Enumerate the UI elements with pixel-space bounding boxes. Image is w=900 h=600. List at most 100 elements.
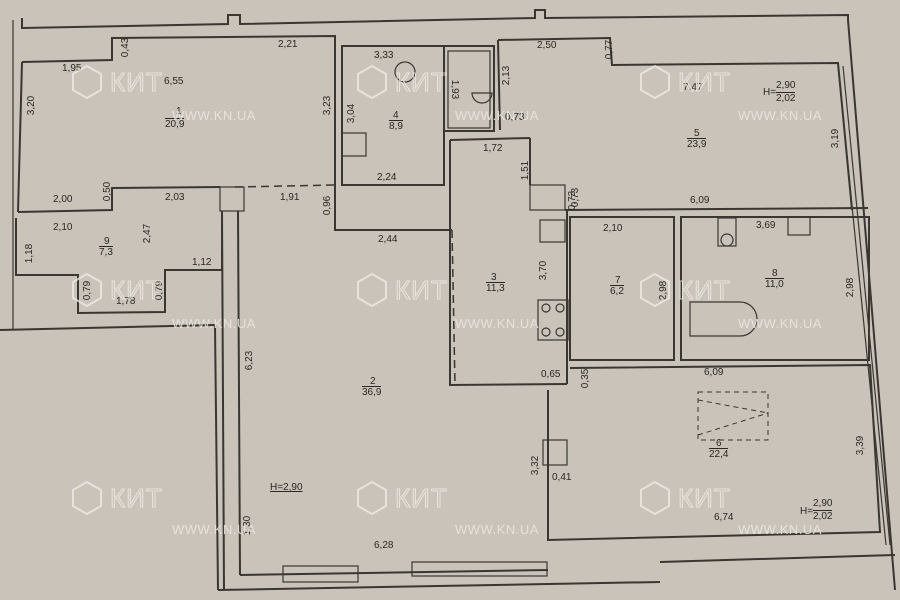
- room-1-dim-bottom-left: 2,00: [53, 194, 73, 205]
- room-9-number: 9: [104, 236, 110, 247]
- room-2-area: 36,9: [362, 386, 382, 398]
- room-5-height-label: H=: [763, 87, 777, 98]
- room-6-walls: [542, 363, 882, 542]
- room-1-area: 20,9: [165, 118, 185, 130]
- room-3-dim-bottom: 0,65: [541, 369, 561, 380]
- room-4-dim-bottom: 2,24: [377, 172, 397, 183]
- room-3-number: 3: [491, 272, 497, 283]
- watermark-url: WWW.KN.UA: [738, 522, 822, 537]
- room-6-dim-step: 0,35: [580, 368, 592, 389]
- room-6-dim-bottom: 6,74: [714, 512, 734, 523]
- room-2-dim-notch: 0,96: [322, 195, 334, 216]
- room-1-dim-right: 3,23: [322, 95, 334, 116]
- room-7-area: 6,2: [610, 285, 624, 297]
- hexagon-k-logo-icon: [72, 272, 102, 308]
- room-5-dim-notch: 0,77: [604, 39, 616, 60]
- room-6-height-bottom: 2,02: [813, 510, 833, 522]
- watermark-url: WWW.KN.UA: [172, 522, 256, 537]
- room-1-dim-left: 3,20: [26, 95, 38, 116]
- room-1-dim-notch: 0,43: [120, 37, 132, 58]
- room-7-number: 7: [615, 275, 621, 286]
- hexagon-k-logo-icon: [357, 480, 387, 516]
- room-2-dim-bottom: 6,28: [374, 540, 394, 551]
- room-9-area: 7,3: [99, 246, 113, 258]
- room-4-dim-top: 3,33: [374, 50, 394, 61]
- room-7-dim-top: 2,10: [603, 223, 623, 234]
- room-4-number: 4: [393, 110, 399, 121]
- watermark-url: WWW.KN.UA: [455, 108, 539, 123]
- room-4-dim-left: 3,04: [346, 103, 358, 124]
- watermark-url: WWW.KN.UA: [172, 316, 256, 331]
- watermark-logo: КИТ: [638, 480, 731, 516]
- room-1-walls: [17, 34, 336, 213]
- watermark-logo: КИТ: [70, 272, 163, 308]
- watermark-logo: КИТ: [355, 480, 448, 516]
- room-8-walls: [680, 216, 870, 361]
- room-5-dim-width: 7,47: [683, 82, 703, 93]
- watermark-url: WWW.KN.UA: [738, 316, 822, 331]
- room-6-height-label: H=: [800, 506, 814, 517]
- room-9-dim-top: 2,10: [53, 222, 73, 233]
- room-2-dim-right: 3,32: [530, 455, 542, 476]
- room-9-dim-right: 2,47: [142, 223, 154, 244]
- room-6-dim-right: 3,39: [855, 435, 867, 456]
- watermark-logo: КИТ: [70, 480, 163, 516]
- right-window-strip: [837, 65, 891, 546]
- room-5-height-bottom: 2,02: [776, 92, 796, 104]
- hexagon-k-logo-icon: [72, 480, 102, 516]
- watermark-url: WWW.KN.UA: [172, 108, 256, 123]
- room-5-number: 5: [694, 128, 700, 139]
- room-5-dim-right: 3,19: [830, 128, 842, 149]
- room-3-walls: [449, 137, 569, 387]
- room-7-walls: [569, 216, 675, 361]
- room-2-height: H=2,90: [270, 482, 303, 493]
- watermark-logo: КИТ: [355, 272, 448, 308]
- room-3-dim-top: 1,72: [483, 143, 503, 154]
- room-9-dim-step: 1,12: [192, 257, 212, 268]
- hexagon-k-logo-icon: [640, 480, 670, 516]
- room-1-dim-width: 6,55: [164, 76, 184, 87]
- room-8-area: 11,0: [765, 278, 784, 290]
- room-2-number: 2: [370, 376, 376, 387]
- room-1-dim-top-left: 1,95: [62, 63, 82, 74]
- watermark-logo: КИТ: [638, 64, 731, 100]
- outer-walls: [0, 9, 896, 591]
- room-6-area: 22,4: [709, 448, 729, 460]
- watermark-logo: КИТ: [355, 64, 448, 100]
- hexagon-k-logo-icon: [357, 64, 387, 100]
- watermark-url: WWW.KN.UA: [455, 316, 539, 331]
- room-2-dim-top: 2,44: [378, 234, 398, 245]
- room-2-dim-left: 6,23: [244, 350, 256, 371]
- closet-dim-bottom: 0,73: [505, 112, 525, 123]
- hexagon-k-logo-icon: [357, 272, 387, 308]
- hexagon-k-logo-icon: [640, 64, 670, 100]
- room-5-height-top: 2,90: [776, 80, 796, 91]
- room-4-walls: [341, 45, 495, 186]
- hexagon-k-logo-icon: [640, 272, 670, 308]
- hexagon-k-logo-icon: [72, 64, 102, 100]
- room-5-dim-top-left: 2,50: [537, 40, 557, 51]
- watermark-url: WWW.KN.UA: [455, 522, 539, 537]
- room-6-number: 6: [716, 438, 722, 449]
- room-9-walls: [15, 211, 223, 315]
- watermark-logo: КИТ: [638, 272, 731, 308]
- watermark-logo: КИТ: [70, 64, 163, 100]
- room-1-number: 1: [176, 106, 182, 117]
- room-1-dim-bottom: 2,03: [165, 192, 185, 203]
- room-3-dim-notch: 1,51: [520, 160, 532, 181]
- room-6-dim-top: 6,09: [704, 367, 724, 378]
- room-5-dim-bottom: 6,09: [690, 195, 710, 206]
- room-3-area: 11,3: [486, 282, 505, 294]
- room-5-dim-step: 0,73: [567, 190, 579, 211]
- room-8-dim-top: 3,69: [756, 220, 776, 231]
- room-2-dim-opening: 1,91: [280, 192, 300, 203]
- closet-dim: 1,93: [449, 79, 461, 100]
- room-4-area: 8,9: [389, 120, 403, 132]
- room-1-dim-step: 0,50: [102, 181, 114, 202]
- room-2-walls: [221, 185, 549, 591]
- room-6-height-top: 2,90: [813, 498, 833, 509]
- room-6-dim-left: 0,41: [552, 472, 572, 483]
- room-5-dim-notch-left: 2,13: [501, 65, 513, 86]
- watermark-url: WWW.KN.UA: [738, 108, 822, 123]
